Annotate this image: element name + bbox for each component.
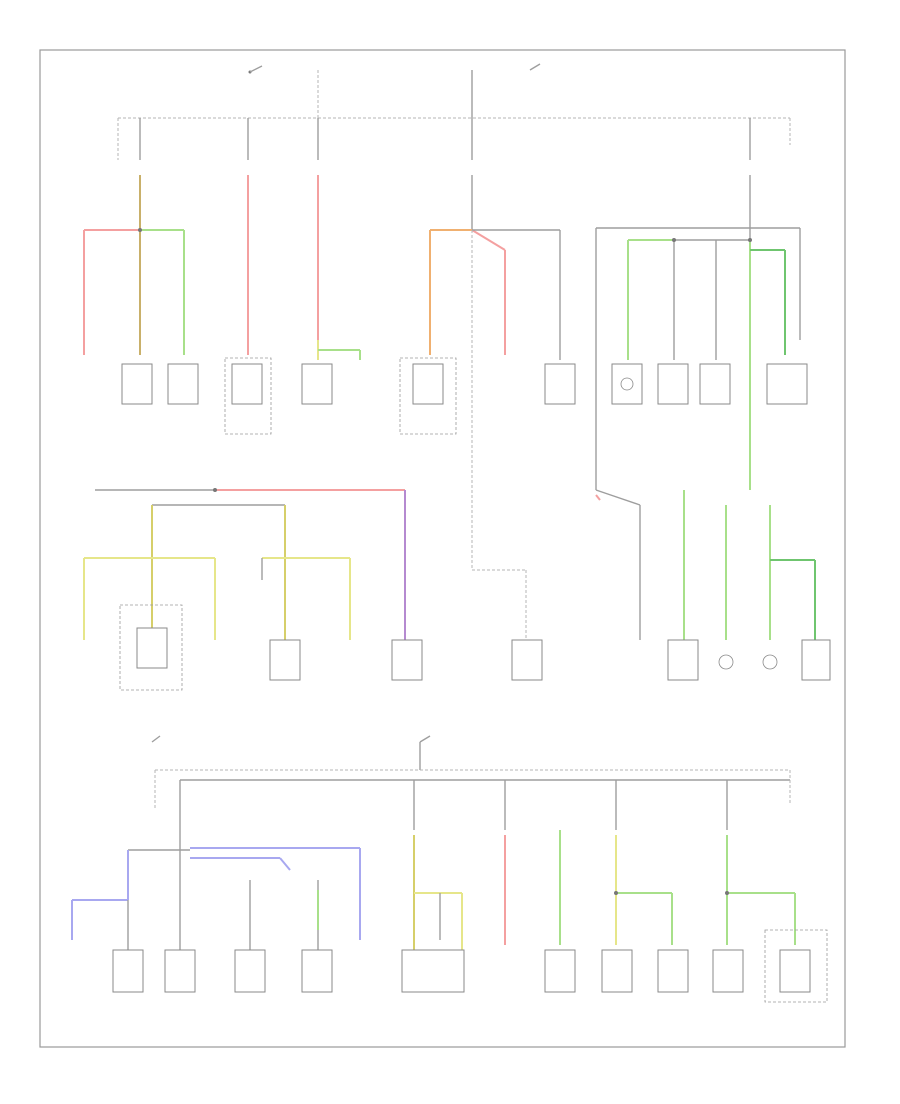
component-group-box (224, 357, 272, 435)
component-box (412, 363, 444, 405)
wire-group4-red-diag (471, 229, 506, 251)
component-box (779, 949, 811, 993)
component-box (269, 639, 301, 681)
component-box (164, 949, 196, 993)
splice-node (138, 228, 142, 232)
battery-switch-contact (529, 63, 541, 71)
top-bus-section (83, 63, 808, 570)
bottom-switch-contact-2 (419, 735, 431, 743)
component-box (301, 363, 333, 405)
component-box (611, 363, 643, 405)
component-box (544, 949, 576, 993)
component-box (231, 363, 263, 405)
component-box (657, 949, 689, 993)
splice-node (213, 488, 217, 492)
component-box (167, 363, 199, 405)
component-group-box (399, 357, 457, 435)
component-box (391, 639, 423, 681)
wire-mid-red-stub (595, 494, 601, 501)
component-box (121, 363, 153, 405)
lamp-symbol (762, 654, 778, 670)
component-box (766, 363, 808, 405)
ignition-switch-contact (249, 65, 263, 73)
component-box (401, 949, 465, 993)
lamp-symbol (718, 654, 734, 670)
splice-node (672, 238, 676, 242)
component-box (544, 363, 576, 405)
component-box (112, 949, 144, 993)
middle-section (83, 488, 831, 691)
splice-node (748, 238, 752, 242)
component-box (234, 949, 266, 993)
component-box (657, 363, 689, 405)
component-box (301, 949, 333, 993)
diagram-frame (39, 49, 846, 1048)
component-box (667, 639, 699, 681)
splice-node (725, 891, 729, 895)
splice-node (614, 891, 618, 895)
bottom-switch-contact (151, 735, 161, 743)
component-box (801, 639, 831, 681)
wire-blu-diag (279, 857, 291, 871)
wire-mid-gray-diag (595, 489, 641, 506)
component-group-box (119, 604, 183, 691)
component-box (511, 639, 543, 681)
component-group-box (764, 929, 828, 1003)
component-box (699, 363, 731, 405)
component-box (712, 949, 744, 993)
bottom-section (71, 735, 828, 1003)
lamp-symbol (620, 377, 634, 391)
component-box (136, 627, 168, 669)
component-box (601, 949, 633, 993)
